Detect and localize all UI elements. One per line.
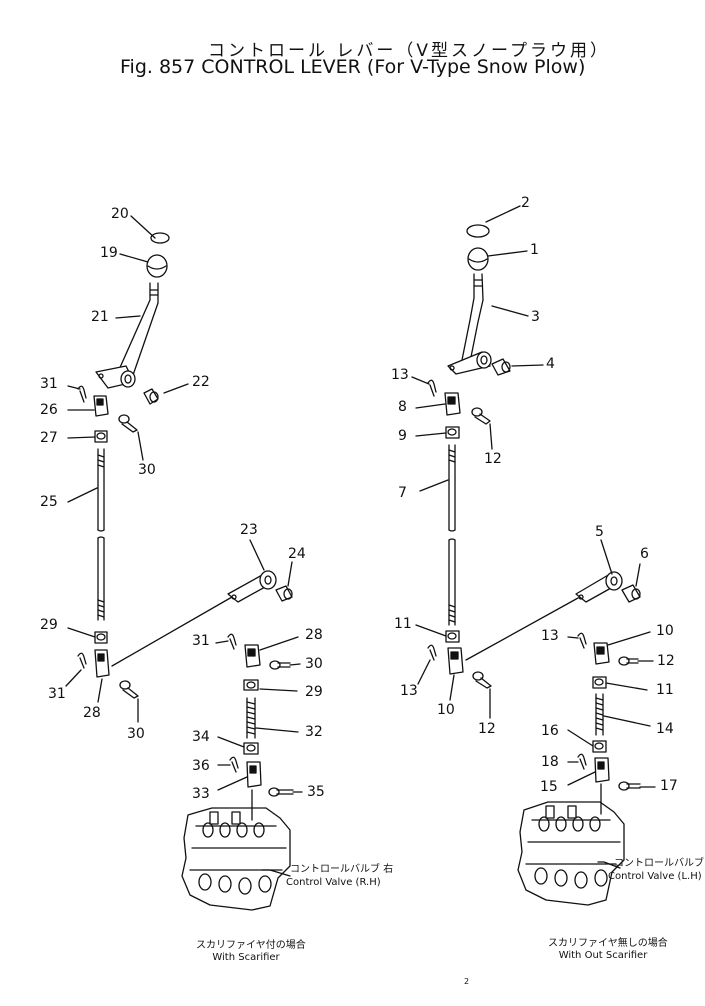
valve-lh-label-jp: コントロールバルブ 左 — [614, 858, 705, 869]
callout-6: 6 — [640, 546, 649, 562]
valve-rh-label-jp: コントロールバルブ 右 — [290, 864, 394, 875]
valve-lh-label-en: Control Valve (L.H) — [608, 871, 702, 882]
knob-1 — [467, 247, 489, 271]
figure-title-japanese: コントロール レバー（V型スノープラウ用） — [208, 41, 611, 61]
callout-5: 5 — [595, 524, 604, 540]
callout-1-label-knob: 1 — [530, 242, 539, 258]
callout-28-right: 28 — [305, 627, 323, 643]
cap-2 — [466, 224, 490, 238]
callout-18: 18 — [541, 754, 559, 770]
page-mark: 2 — [464, 977, 470, 986]
callout-12-right: 12 — [657, 653, 675, 669]
callout-30-lower: 30 — [127, 726, 145, 742]
callout-13-mid: 13 — [541, 628, 559, 644]
callout-8: 8 — [398, 399, 407, 415]
bushing-4 — [491, 358, 511, 376]
control-valve-lh — [517, 783, 625, 906]
rod-7 — [448, 444, 456, 626]
callout-14: 14 — [656, 721, 674, 737]
callout-36: 36 — [192, 758, 210, 774]
valve-rh-label-en: Control Valve (R.H) — [286, 877, 381, 888]
callout-10-upper: 10 — [656, 623, 674, 639]
callout-17: 17 — [660, 778, 678, 794]
caption-left-jp: スカリファイヤ付の場合 — [196, 940, 306, 951]
callout-20: 20 — [111, 206, 129, 222]
control-valve-rh — [181, 789, 291, 911]
callout-24: 24 — [288, 546, 306, 562]
callout-16: 16 — [541, 723, 559, 739]
callout-13-upper: 13 — [391, 367, 409, 383]
callout-9: 9 — [398, 428, 407, 444]
cap-20 — [150, 232, 170, 244]
callout-33: 33 — [192, 786, 210, 802]
callout-12-upper: 12 — [484, 451, 502, 467]
caption-left-en: With Scarifier — [212, 952, 280, 963]
callout-21: 21 — [91, 309, 109, 325]
callout-27: 27 — [40, 430, 58, 446]
callout-23: 23 — [240, 522, 258, 538]
callout-13-lower: 13 — [400, 683, 418, 699]
caption-right-en: With Out Scarifier — [558, 950, 648, 961]
callout-34: 34 — [192, 729, 210, 745]
caption-right-jp: スカリファイヤ無しの場合 — [548, 938, 668, 949]
stud-32 — [246, 697, 256, 739]
callout-7: 7 — [398, 485, 407, 501]
callout-15: 15 — [540, 779, 558, 795]
callout-4: 4 — [546, 356, 555, 372]
callout-28-left: 28 — [83, 705, 101, 721]
callout-30-right: 30 — [305, 656, 323, 672]
knob-19 — [146, 254, 168, 278]
callout-30-upper: 30 — [138, 462, 156, 478]
callout-10-lower: 10 — [437, 702, 455, 718]
callout-31-lower: 31 — [48, 686, 66, 702]
callout-12-lower: 12 — [478, 721, 496, 737]
callout-29-right: 29 — [305, 684, 323, 700]
callout-1-label-cap: 2 — [521, 195, 530, 211]
rod-25 — [97, 448, 105, 621]
callout-31-mid: 31 — [192, 633, 210, 649]
callout-11-left: 11 — [394, 616, 412, 632]
callout-19: 19 — [100, 245, 118, 261]
callout-31-upper: 31 — [40, 376, 58, 392]
callout-26: 26 — [40, 402, 58, 418]
callout-3: 3 — [531, 309, 540, 325]
pin-31 — [77, 385, 87, 403]
callout-25: 25 — [40, 494, 58, 510]
callout-22: 22 — [192, 374, 210, 390]
callout-29-left: 29 — [40, 617, 58, 633]
callout-35: 35 — [307, 784, 325, 800]
callout-32: 32 — [305, 724, 323, 740]
callout-11-right: 11 — [656, 682, 674, 698]
lever-3 — [461, 273, 484, 363]
figure-title-english: Fig. 857 CONTROL LEVER (For V-Type Snow … — [120, 56, 586, 78]
lever-21 — [117, 282, 159, 379]
